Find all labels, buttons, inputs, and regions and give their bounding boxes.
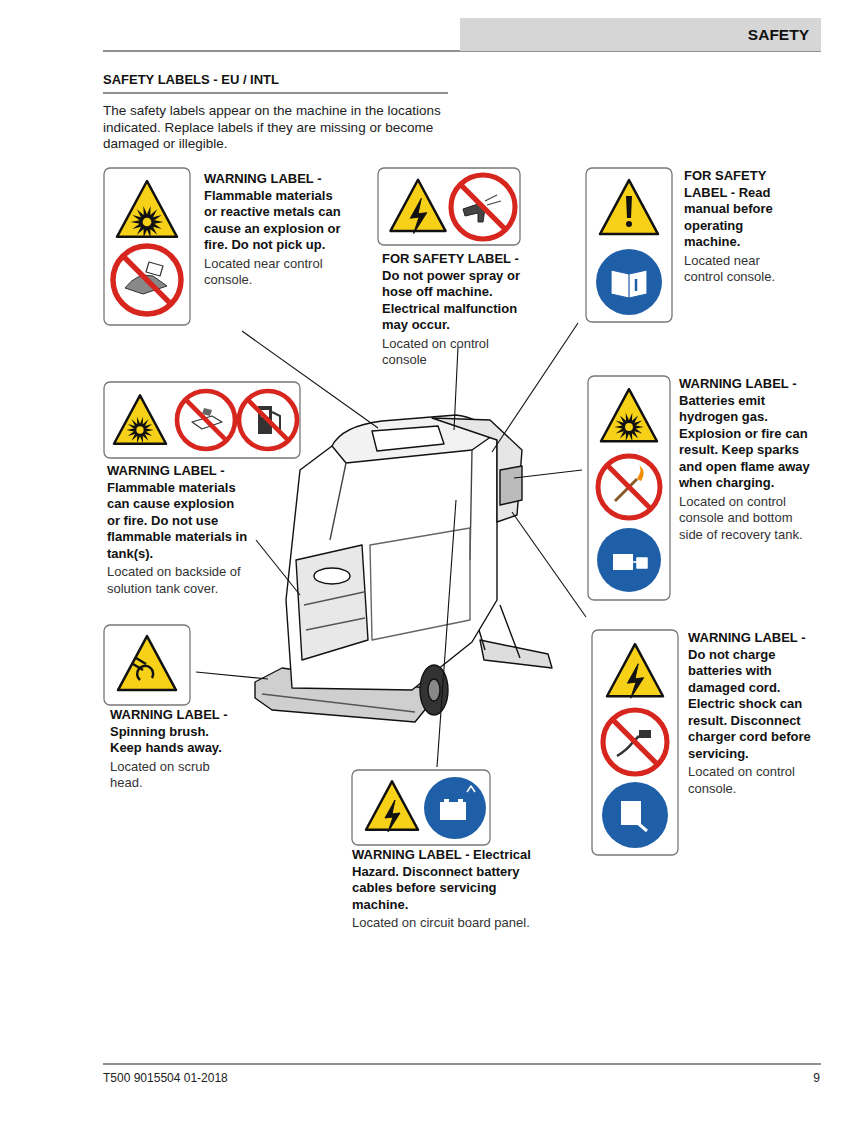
label-location: Located on control console. bbox=[688, 764, 826, 797]
label-location: Located on control console bbox=[382, 336, 536, 369]
prohibition-circle bbox=[598, 456, 660, 518]
prohibition-slash bbox=[613, 720, 658, 765]
lightning-symbol bbox=[410, 198, 427, 233]
symbol bbox=[637, 465, 644, 481]
label-frame bbox=[586, 168, 672, 322]
symbol bbox=[440, 802, 466, 820]
prohibition-circle bbox=[177, 391, 235, 449]
prohibition-slash bbox=[186, 400, 227, 441]
prohibition-circle bbox=[451, 175, 515, 239]
prohibition-slash bbox=[461, 185, 506, 230]
label-description: WARNING LABEL - Spinning brush. Keep han… bbox=[110, 707, 242, 792]
label-description: WARNING LABEL - Flammable materials or r… bbox=[204, 171, 344, 289]
page-rules bbox=[103, 51, 821, 1064]
prohibition-slash bbox=[248, 400, 289, 441]
exclamation-dot bbox=[626, 221, 632, 227]
prohibition-slash bbox=[123, 256, 171, 304]
label-frame bbox=[104, 382, 300, 458]
symbol bbox=[467, 786, 475, 792]
symbol bbox=[485, 195, 501, 205]
label-location: Located on backside of solution tank cov… bbox=[107, 564, 249, 597]
explosion-core bbox=[143, 218, 152, 227]
label-heading: SAFETY bbox=[460, 18, 809, 51]
label-description: FOR SAFETY LABEL - Read manual before op… bbox=[684, 168, 792, 286]
section-title: SAFETY LABELS - EU / INTL bbox=[103, 72, 279, 88]
mandatory-circle bbox=[597, 528, 661, 592]
intro-paragraph: The safety labels appear on the machine … bbox=[103, 103, 448, 153]
label-description: FOR SAFETY LABEL - Do not power spray or… bbox=[382, 251, 536, 369]
label-frame bbox=[592, 630, 678, 855]
label-frame bbox=[378, 168, 520, 245]
symbol bbox=[611, 270, 647, 298]
safety-icons bbox=[104, 168, 678, 855]
prohibition-slash bbox=[607, 465, 650, 508]
prohibition-circle bbox=[239, 391, 297, 449]
mandatory-circle bbox=[596, 249, 662, 315]
symbol bbox=[639, 730, 651, 738]
warning-triangle bbox=[118, 636, 176, 690]
label-heading: WARNING LABEL - Electrical Hazard. Disco… bbox=[352, 847, 552, 913]
explosion-symbol bbox=[126, 417, 153, 444]
explosion-symbol bbox=[614, 413, 643, 442]
label-description: WARNING LABEL - Do not charge batteries … bbox=[688, 630, 826, 797]
lightning-symbol bbox=[385, 800, 400, 832]
label-location: Located on scrub head. bbox=[110, 759, 242, 792]
symbol bbox=[146, 262, 163, 276]
label-frame bbox=[588, 376, 670, 600]
warning-triangle bbox=[600, 180, 658, 234]
label-location: Located near control console. bbox=[684, 253, 792, 286]
label-heading: FOR SAFETY LABEL - Read manual before op… bbox=[684, 168, 792, 251]
explosion-symbol bbox=[131, 206, 164, 238]
hand-symbol bbox=[133, 658, 146, 670]
prohibition-circle bbox=[603, 710, 667, 774]
label-frame bbox=[352, 770, 490, 845]
label-heading: WARNING LABEL - Flammable materials can … bbox=[107, 463, 249, 562]
label-heading: WARNING LABEL - Spinning brush. Keep han… bbox=[110, 707, 242, 757]
symbol bbox=[628, 274, 629, 298]
symbol bbox=[613, 554, 633, 570]
label-location: Located on control console and bottom si… bbox=[679, 494, 811, 544]
symbol bbox=[633, 819, 647, 831]
label-description: WARNING LABEL - Electrical Hazard. Disco… bbox=[352, 847, 552, 932]
label-heading: WARNING LABEL - Flammable materials or r… bbox=[204, 171, 344, 254]
section-header-band: SAFETY bbox=[460, 18, 821, 51]
label-location: Located near control console. bbox=[204, 256, 344, 289]
exclamation-mark bbox=[626, 196, 632, 218]
warning-triangle bbox=[601, 389, 657, 441]
explosion-core bbox=[625, 423, 633, 431]
mandatory-circle bbox=[602, 782, 668, 848]
warning-triangle bbox=[114, 395, 166, 443]
lightning-symbol bbox=[627, 664, 643, 699]
scrubber-machine bbox=[255, 415, 552, 722]
label-location: Located on circuit board panel. bbox=[352, 915, 552, 932]
mandatory-circle bbox=[424, 777, 486, 839]
label-frame bbox=[104, 625, 190, 705]
symbol bbox=[633, 558, 647, 568]
label-description: WARNING LABEL - Flammable materials can … bbox=[107, 463, 249, 597]
label-heading: WARNING LABEL - Batteries emit hydrogen … bbox=[679, 376, 811, 492]
label-description: WARNING LABEL - Batteries emit hydrogen … bbox=[679, 376, 811, 543]
label-frame bbox=[104, 168, 190, 325]
prohibition-circle bbox=[113, 246, 181, 314]
explosion-core bbox=[136, 426, 143, 433]
page-number: 9 bbox=[780, 1071, 820, 1086]
label-heading: FOR SAFETY LABEL - Do not power spray or… bbox=[382, 251, 536, 334]
symbol bbox=[444, 799, 463, 802]
symbol bbox=[635, 279, 638, 291]
document-code: T500 9015504 01-2018 bbox=[103, 1071, 353, 1086]
label-heading: WARNING LABEL - Do not charge batteries … bbox=[688, 630, 826, 762]
